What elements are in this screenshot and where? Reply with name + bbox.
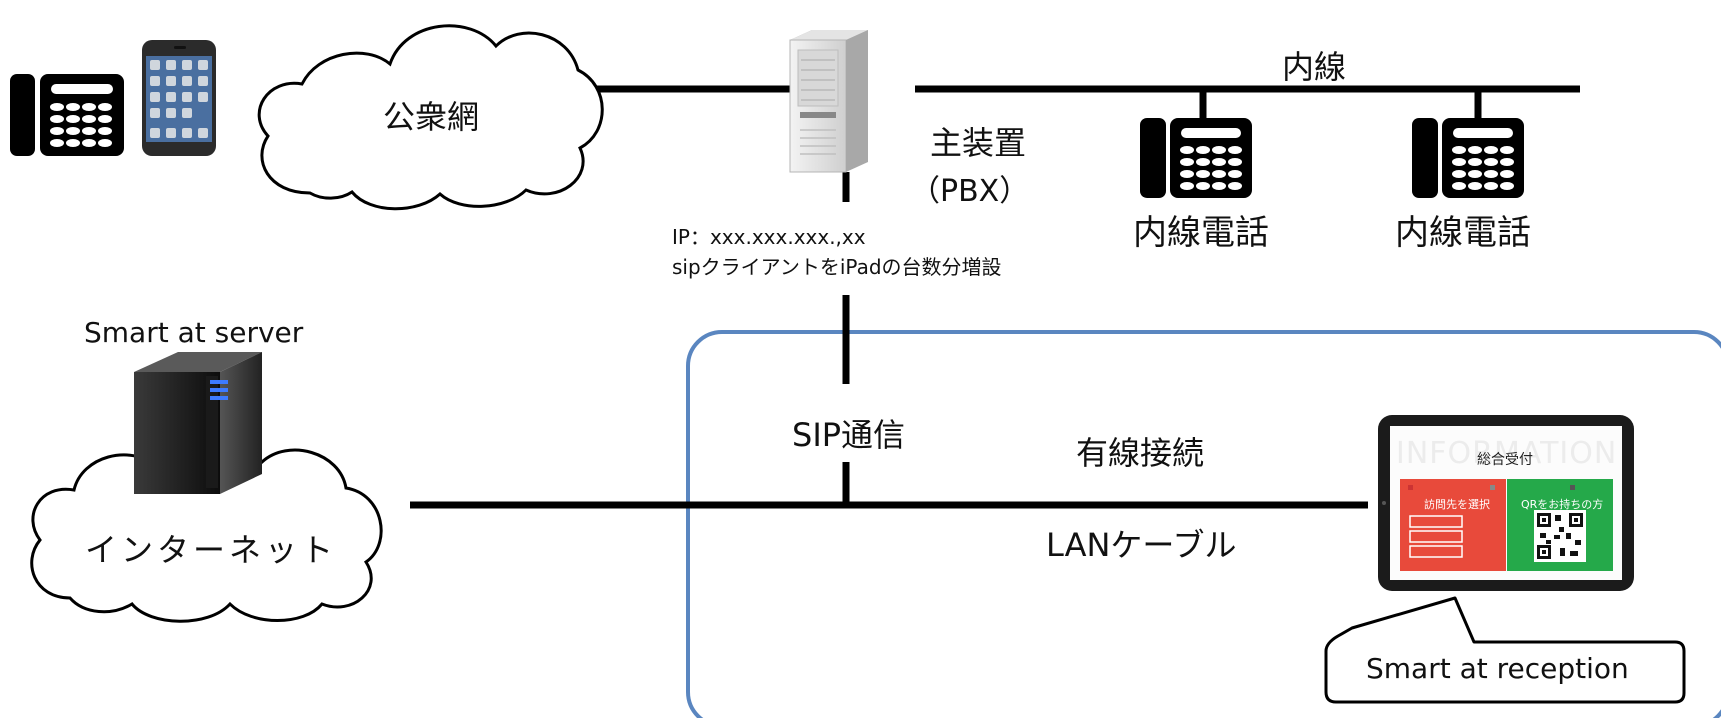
extension-line-label: 内線	[1282, 48, 1347, 86]
lan-frame	[686, 330, 1721, 718]
public-network-label: 公衆網	[383, 98, 480, 136]
ip-info-label: IP：xxx.xxx.xxx.,xx	[672, 225, 866, 249]
reception-callout	[1324, 596, 1686, 704]
desk-phone-icon	[10, 74, 124, 156]
smart-server-icon	[134, 352, 262, 494]
smart-server-label: Smart at server	[84, 316, 304, 349]
ipad-tablet-icon	[1378, 415, 1634, 591]
extension-phone-icon-1	[1140, 118, 1252, 198]
sip-comm-label: SIP通信	[792, 416, 906, 454]
smart-reception-label: Smart at reception	[1366, 652, 1629, 685]
extension-phone-1-label: 内線電話	[1133, 213, 1269, 253]
wired-connection-label: 有線接続	[1076, 434, 1205, 472]
internet-cloud	[30, 437, 383, 623]
extension-phone-2-label: 内線電話	[1395, 213, 1531, 253]
internet-label: インターネット	[85, 531, 338, 569]
extension-phone-icon-2	[1412, 118, 1524, 198]
tablet-header-bg-text: INFORMATION	[1396, 436, 1618, 471]
smartphone-icon	[142, 40, 216, 156]
tablet-right-panel-label: QRをお持ちの方	[1521, 498, 1604, 511]
pbx-server-icon	[789, 30, 868, 173]
public-network-cloud	[257, 24, 604, 211]
tablet-left-panel-label: 訪問先を選択	[1424, 498, 1490, 511]
tablet-title: 総合受付	[1477, 452, 1533, 468]
sip-client-note-label: sipクライアントをiPadの台数分増設	[672, 255, 1002, 279]
connection-lines	[410, 85, 1580, 509]
main-unit-label: 主装置	[930, 124, 1027, 162]
pbx-label: （PBX）	[910, 174, 1030, 209]
lan-cable-label: LANケーブル	[1046, 526, 1237, 564]
